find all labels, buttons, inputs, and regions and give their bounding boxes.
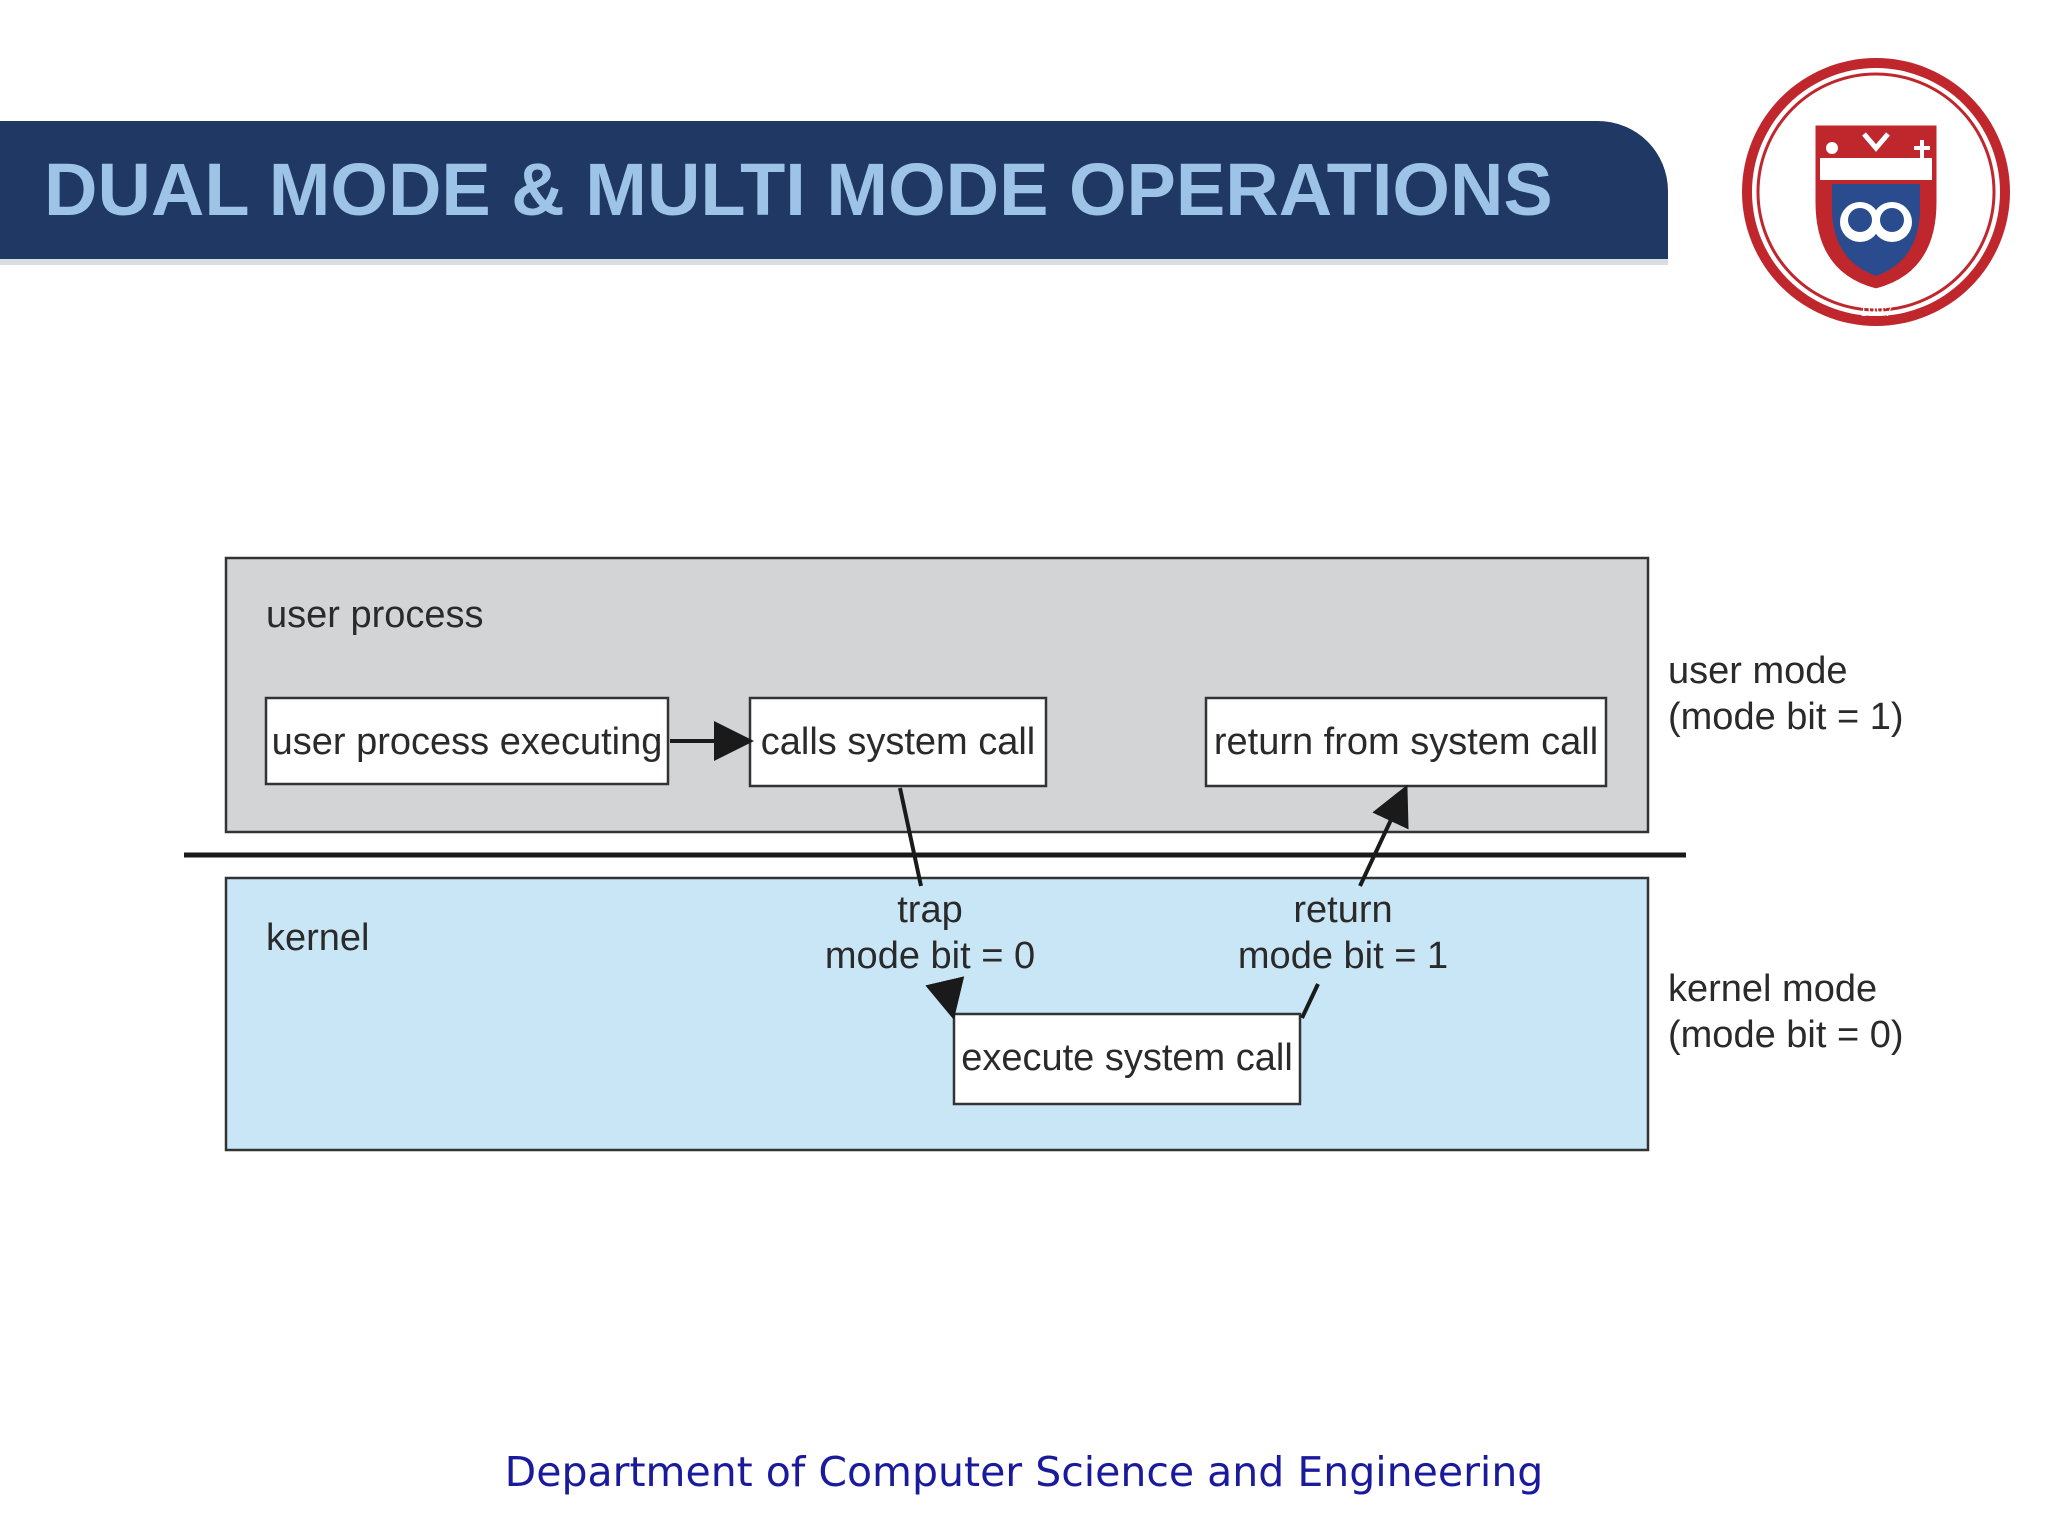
- department-footer: Department of Computer Science and Engin…: [504, 1448, 1544, 1496]
- return-from-system-call-text: return from system call: [1214, 721, 1598, 763]
- calls-system-call-text: calls system call: [761, 721, 1036, 763]
- institute-logo: Vel Tech Rangarajan Dr. Sagunthala R&D I…: [1736, 52, 2010, 326]
- calls-system-call-box: [748, 696, 1048, 788]
- slide-title: DUAL MODE & MULTI MODE OPERATIONS: [44, 148, 1553, 231]
- user-mode-bit-label: (mode bit = 1): [1668, 696, 1904, 738]
- trap-arrow-lower: [925, 976, 965, 1020]
- kernel-mode-bit-label: (mode bit = 0): [1668, 1014, 1904, 1056]
- return-arrow-upper: [1358, 784, 1409, 887]
- title-bar: DUAL MODE & MULTI MODE OPERATIONS: [0, 121, 1668, 259]
- kernel-mode-label: kernel mode: [1668, 968, 1877, 1010]
- execute-system-call-box: [952, 1012, 1302, 1106]
- trap-label: trap: [897, 889, 962, 931]
- trap-mode-bit-label: mode bit = 0: [825, 935, 1035, 977]
- user-process-executing-box: [264, 696, 670, 786]
- user-mode-label: user mode: [1668, 650, 1848, 692]
- return-from-system-call-box: [1204, 696, 1608, 788]
- user-process-executing-text: user process executing: [272, 721, 663, 763]
- user-process-label: user process: [266, 594, 484, 636]
- kernel-label: kernel: [266, 917, 370, 959]
- return-mode-bit-label: mode bit = 1: [1238, 935, 1448, 977]
- execute-system-call-text: execute system call: [961, 1037, 1293, 1079]
- logo-year: 1997: [1859, 305, 1892, 320]
- return-line-lower: [1300, 983, 1320, 1019]
- trap-line-upper: [898, 787, 923, 887]
- return-label: return: [1293, 889, 1392, 931]
